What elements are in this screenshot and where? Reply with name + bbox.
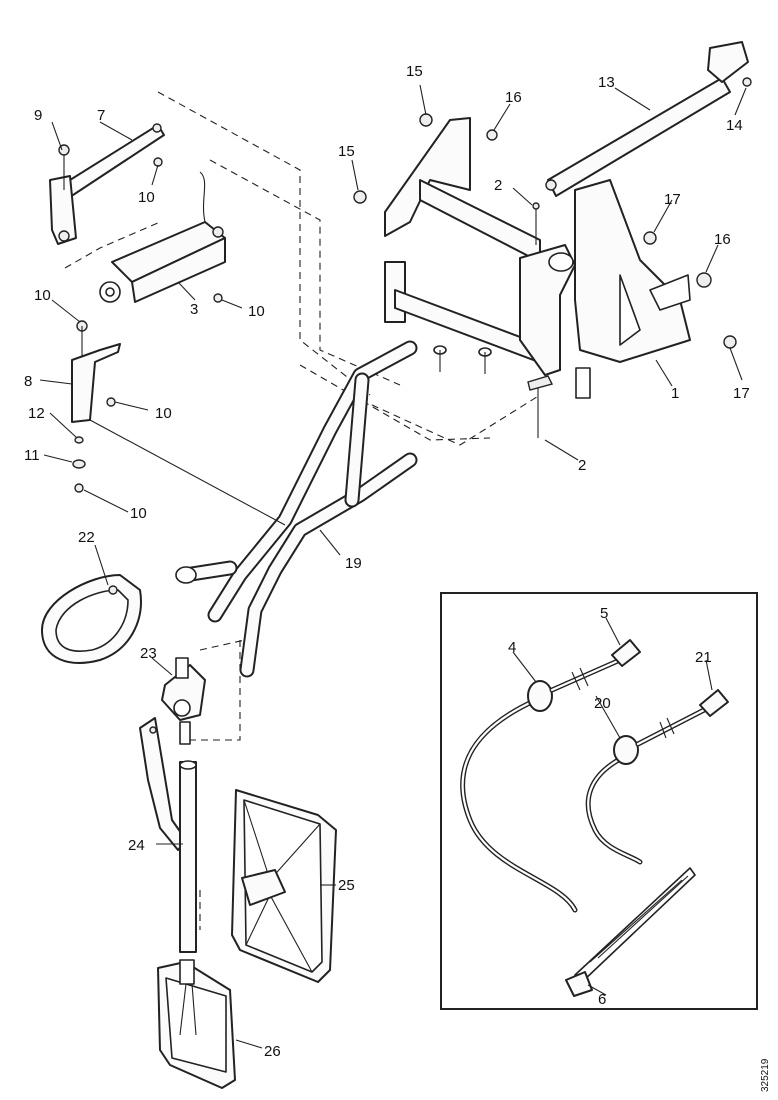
part-20-cable <box>585 705 711 865</box>
callout-22: 22 <box>78 529 95 546</box>
callout-10: 10 <box>130 505 147 522</box>
part-6-cable-tie <box>565 867 696 997</box>
callout-24: 24 <box>128 837 145 854</box>
bolt-17-lower <box>723 335 737 349</box>
bolt-2-lower <box>527 375 554 438</box>
bolt-15-mid <box>353 190 367 204</box>
callout-9: 9 <box>34 107 42 124</box>
leader-lines <box>39 84 747 1049</box>
washers-11-12-10 <box>72 436 86 493</box>
callout-15: 15 <box>338 143 355 160</box>
callout-5: 5 <box>600 605 608 622</box>
nut-10-upper <box>153 157 163 167</box>
bolt-15-top <box>419 113 433 127</box>
callout-3: 3 <box>190 301 198 318</box>
callout-16: 16 <box>505 89 522 106</box>
part-3-mirror-motor <box>99 171 226 303</box>
part-13-arm <box>545 41 749 197</box>
part-23-clamp <box>161 657 206 745</box>
callout-labels: 9 7 10 10 3 10 8 10 12 11 10 22 19 23 24… <box>24 63 771 1092</box>
callout-26: 26 <box>264 1043 281 1060</box>
part-21-connector <box>699 689 729 717</box>
nut-10-motor <box>213 293 223 303</box>
assembly-dash-lines <box>64 91 541 930</box>
callout-25: 25 <box>338 877 355 894</box>
callout-4: 4 <box>508 639 516 656</box>
callout-10: 10 <box>138 189 155 206</box>
callout-13: 13 <box>598 74 615 91</box>
part-1-mounting-frame <box>384 117 691 399</box>
callout-20: 20 <box>594 695 611 712</box>
callout-2: 2 <box>494 177 502 194</box>
drawing-code: 325219 <box>760 1058 771 1092</box>
callout-12: 12 <box>28 405 45 422</box>
part-22-wide-angle-mirror <box>41 574 142 664</box>
callout-16: 16 <box>714 231 731 248</box>
cable-detail-inset <box>440 592 758 1010</box>
screw-14 <box>742 77 752 87</box>
callout-2: 2 <box>578 457 586 474</box>
nut-10-lower <box>106 397 116 407</box>
callout-10: 10 <box>155 405 172 422</box>
leader-line-8 <box>89 419 286 526</box>
mirror-rod <box>179 760 197 953</box>
callout-21: 21 <box>695 649 712 666</box>
bolt-2-upper <box>532 202 540 245</box>
nut-16-right <box>696 272 712 288</box>
callout-8: 8 <box>24 373 32 390</box>
nut-16-top <box>486 129 498 141</box>
part-7-bracket <box>49 123 165 245</box>
callout-17: 17 <box>733 385 750 402</box>
callout-9: 10 <box>34 287 51 304</box>
callout-19: 19 <box>345 555 362 572</box>
callout-10: 10 <box>248 303 265 320</box>
callout-1: 1 <box>671 385 679 402</box>
callout-17: 17 <box>664 191 681 208</box>
part-26-front-mirror <box>157 959 236 1089</box>
callout-23: 23 <box>140 645 157 662</box>
part-5-connector <box>611 639 641 667</box>
part-4-cable <box>460 657 623 913</box>
bolt-17-upper <box>643 231 657 245</box>
callout-11: 11 <box>24 447 40 464</box>
callout-15: 15 <box>406 63 423 80</box>
part-25-main-mirror <box>231 789 337 983</box>
callout-7: 7 <box>97 107 105 124</box>
callout-14: 14 <box>726 117 743 134</box>
callout-6: 6 <box>598 991 606 1008</box>
part-8-bracket <box>71 320 121 423</box>
part-19-mirror-arm <box>175 340 418 678</box>
